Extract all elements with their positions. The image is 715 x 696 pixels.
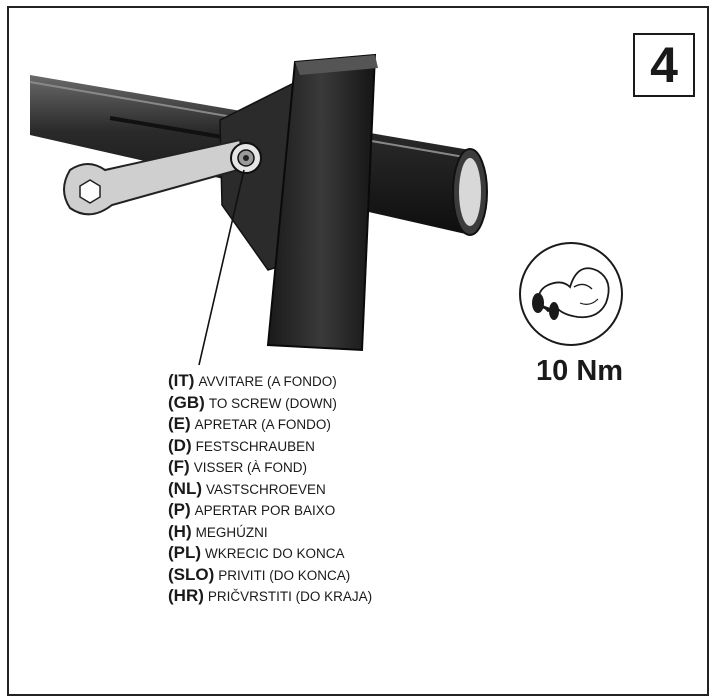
instruction-row-nl: (NL)VASTSCHROEVEN [168, 478, 372, 500]
instruction-text: FESTSCHRAUBEN [195, 438, 315, 454]
instruction-row-gb: (GB)TO SCREW (DOWN) [168, 392, 372, 414]
language-code: (NL) [168, 478, 202, 498]
muscle-arm-icon [519, 242, 623, 346]
screw-head [230, 142, 262, 174]
step-number: 4 [650, 37, 678, 93]
instruction-row-it: (IT)AVVITARE (A FONDO) [168, 370, 372, 392]
language-code: (GB) [168, 392, 205, 412]
instruction-row-slo: (SLO)PRIVITI (DO KONCA) [168, 564, 372, 586]
instruction-text: APRETAR (A FONDO) [194, 417, 331, 432]
instruction-text: AVVITARE (A FONDO) [198, 374, 337, 389]
instruction-text: VISSER (À FOND) [193, 460, 307, 475]
instruction-row-d: (D)FESTSCHRAUBEN [168, 435, 372, 457]
instruction-row-e: (E)APRETAR (A FONDO) [168, 413, 372, 435]
instruction-text: WKRECIC DO KONCA [205, 546, 345, 561]
instruction-row-f: (F)VISSER (À FOND) [168, 456, 372, 478]
instruction-text: APERTAR POR BAIXO [194, 503, 336, 518]
language-code: (IT) [168, 371, 195, 390]
language-code: (D) [168, 435, 192, 455]
instruction-list: (IT)AVVITARE (A FONDO) (GB)TO SCREW (DOW… [168, 370, 372, 607]
instruction-row-p: (P)APERTAR POR BAIXO [168, 499, 372, 521]
language-code: (SLO) [168, 564, 215, 584]
language-code: (F) [168, 457, 190, 476]
step-number-box: 4 [633, 33, 695, 97]
language-code: (PL) [168, 543, 202, 562]
instruction-text: MEGHÚZNI [195, 524, 268, 540]
instruction-row-pl: (PL)WKRECIC DO KONCA [168, 542, 372, 564]
key-lever [63, 138, 247, 216]
instruction-text: TO SCREW (DOWN) [208, 395, 337, 411]
language-code: (P) [168, 500, 191, 519]
language-code: (HR) [168, 586, 204, 605]
clamp-plate [266, 53, 378, 352]
instruction-text: PRIČVRSTITI (DO KRAJA) [207, 589, 373, 604]
torque-value: 10 Nm [536, 355, 624, 387]
leader-line [198, 169, 245, 366]
instruction-text: VASTSCHROEVEN [205, 481, 326, 497]
instruction-text: PRIVITI (DO KONCA) [218, 567, 351, 583]
instruction-row-hr: (HR)PRIČVRSTITI (DO KRAJA) [168, 585, 372, 607]
language-code: (E) [168, 414, 191, 433]
language-code: (H) [168, 521, 192, 541]
instruction-row-h: (H)MEGHÚZNI [168, 521, 372, 543]
